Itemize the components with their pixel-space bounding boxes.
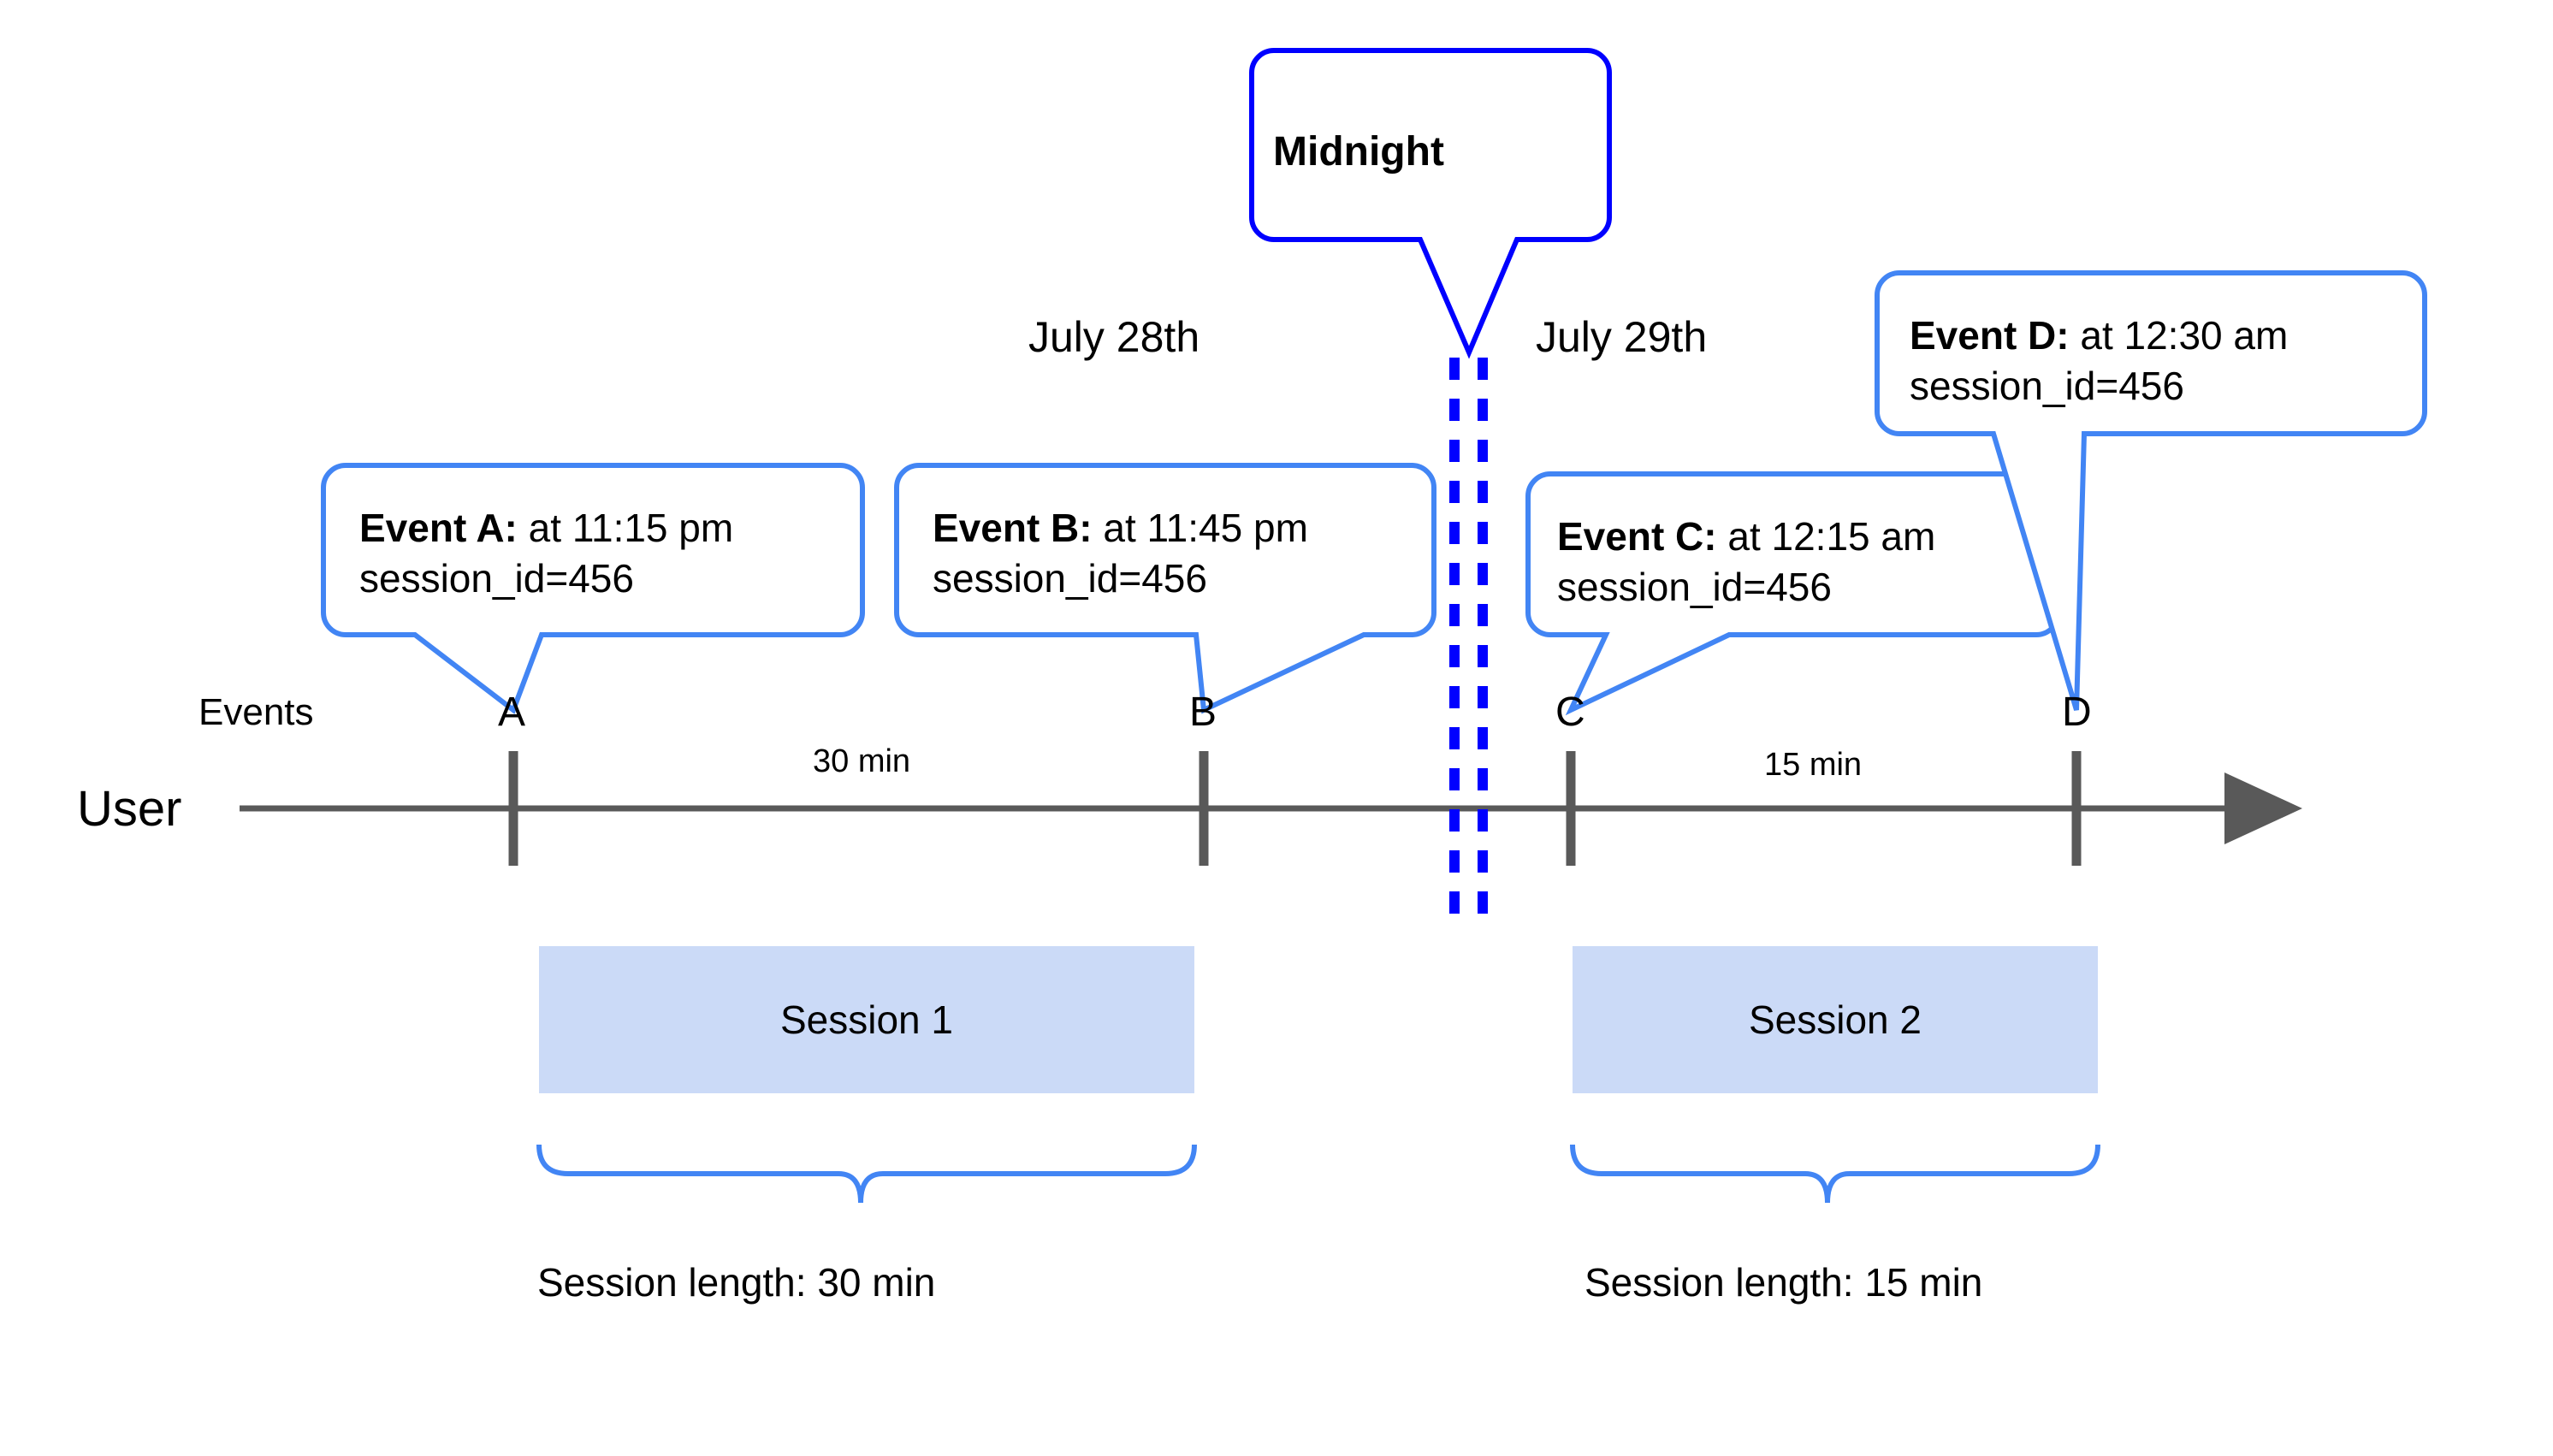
event-marker-label-d: D bbox=[2062, 690, 2092, 735]
event-callout-session-d: session_id=456 bbox=[1910, 363, 2184, 408]
event-callout-session-b: session_id=456 bbox=[933, 555, 1207, 601]
lane-label-user: User bbox=[77, 781, 182, 837]
session-brace-2 bbox=[1570, 1144, 2100, 1204]
event-callout-title-a: Event A: bbox=[359, 506, 518, 550]
event-callout-title-c: Event C: bbox=[1557, 514, 1717, 559]
session-bar-label-2: Session 2 bbox=[1748, 997, 1922, 1042]
session-bar-label-1: Session 1 bbox=[779, 997, 953, 1042]
event-marker-label-b: B bbox=[1189, 690, 1217, 735]
duration-label-30min: 30 min bbox=[813, 743, 911, 779]
session-bar-2: Session 2 bbox=[1573, 946, 2098, 1093]
event-callout-time-a: at 11:15 pm bbox=[517, 506, 734, 550]
event-callout-text-d: Event D: at 12:30 am session_id=456 bbox=[1910, 311, 2288, 411]
session-length-caption-2: Session length: 15 min bbox=[1585, 1260, 1983, 1305]
event-callout-session-a: session_id=456 bbox=[359, 555, 634, 601]
event-callout-time-c: at 12:15 am bbox=[1716, 514, 1936, 559]
lane-label-events: Events bbox=[198, 691, 314, 733]
event-callout-session-c: session_id=456 bbox=[1557, 564, 1832, 609]
duration-label-15min: 15 min bbox=[1764, 747, 1863, 783]
event-marker-label-a: A bbox=[498, 690, 526, 735]
event-callout-title-d: Event D: bbox=[1910, 313, 2070, 358]
event-callout-text-c: Event C: at 12:15 am session_id=456 bbox=[1557, 512, 1935, 613]
date-label-july-28: July 28th bbox=[1028, 313, 1200, 361]
event-callout-title-b: Event B: bbox=[933, 506, 1093, 550]
session-bar-1: Session 1 bbox=[539, 946, 1194, 1093]
date-label-july-29: July 29th bbox=[1536, 313, 1708, 361]
event-callout-text-b: Event B: at 11:45 pm session_id=456 bbox=[933, 503, 1308, 604]
session-length-caption-1: Session length: 30 min bbox=[537, 1260, 936, 1305]
session-brace-1 bbox=[536, 1144, 1197, 1204]
event-callout-time-b: at 11:45 pm bbox=[1092, 506, 1308, 550]
event-marker-label-c: C bbox=[1555, 690, 1585, 735]
midnight-callout-label: Midnight bbox=[1273, 129, 1444, 175]
event-callout-time-d: at 12:30 am bbox=[2069, 313, 2289, 358]
midnight-callout-bubble bbox=[1249, 48, 1612, 359]
event-callout-text-a: Event A: at 11:15 pm session_id=456 bbox=[359, 503, 733, 604]
